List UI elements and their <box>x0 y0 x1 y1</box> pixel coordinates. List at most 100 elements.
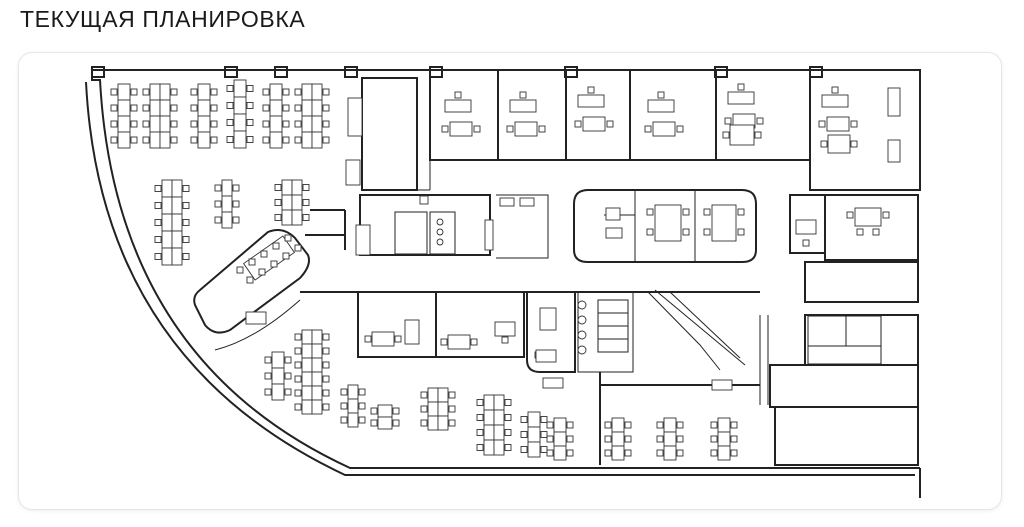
chair <box>282 252 290 260</box>
chair <box>364 335 372 343</box>
desk <box>311 131 323 149</box>
chair <box>724 117 732 125</box>
desk <box>404 319 420 345</box>
desk <box>605 227 623 239</box>
chair <box>420 419 428 427</box>
desk <box>611 445 625 461</box>
chair <box>850 120 858 128</box>
chair <box>246 276 254 284</box>
desk <box>377 416 393 430</box>
chair <box>110 136 118 144</box>
desk <box>449 121 473 137</box>
desk <box>444 99 472 113</box>
chair <box>142 88 150 96</box>
chair <box>420 391 428 399</box>
desk <box>311 357 323 373</box>
chair <box>646 228 654 236</box>
chair <box>546 449 554 457</box>
chair <box>392 407 400 415</box>
office-3 <box>565 69 631 161</box>
chair <box>644 125 652 133</box>
desk <box>826 116 850 132</box>
desk <box>161 213 173 232</box>
chair <box>420 405 428 413</box>
interior-partitions <box>214 160 882 405</box>
office-5 <box>715 69 811 161</box>
chair <box>730 421 738 429</box>
service-room <box>804 261 919 303</box>
appliance <box>519 197 535 207</box>
chair <box>154 236 162 243</box>
cabinet <box>347 97 363 137</box>
chair <box>566 449 574 457</box>
chair <box>710 421 718 429</box>
desk <box>269 83 283 101</box>
chair <box>440 338 448 346</box>
desk <box>727 91 755 105</box>
chair <box>802 239 810 247</box>
desk <box>149 99 161 117</box>
chair <box>272 242 280 250</box>
desk <box>514 121 538 137</box>
chair <box>470 338 478 346</box>
desk <box>427 401 439 417</box>
desk <box>711 204 737 242</box>
desk <box>117 99 131 117</box>
cabinet <box>887 139 901 163</box>
chair <box>703 228 711 236</box>
chair <box>246 136 254 143</box>
chair <box>737 228 745 236</box>
desk <box>553 445 567 461</box>
desk <box>347 398 359 414</box>
desk <box>437 387 449 403</box>
chair <box>110 88 118 96</box>
chair <box>226 102 234 109</box>
desk <box>582 116 606 132</box>
chair <box>294 88 302 96</box>
desk <box>539 307 557 331</box>
desk <box>117 83 131 101</box>
chair <box>574 120 582 128</box>
chair <box>294 375 302 383</box>
chair <box>882 211 890 219</box>
chair <box>504 414 512 421</box>
desk <box>311 115 323 133</box>
desk <box>233 113 247 132</box>
chair <box>182 185 190 192</box>
chair <box>154 253 162 260</box>
chair <box>130 136 138 144</box>
chair <box>370 419 378 427</box>
desk <box>171 230 183 249</box>
ramp-edge <box>654 289 746 366</box>
chair <box>358 388 366 396</box>
desk <box>149 115 161 133</box>
chair <box>520 446 528 453</box>
outer-wall <box>85 81 915 476</box>
chair <box>110 120 118 128</box>
office-lower-2 <box>435 291 525 358</box>
chair <box>448 391 456 399</box>
chair <box>322 333 330 341</box>
chair <box>226 119 234 126</box>
desk <box>301 399 313 415</box>
chair <box>676 449 684 457</box>
chair <box>232 184 240 192</box>
chair <box>274 214 282 221</box>
desk <box>717 417 731 433</box>
chair <box>370 407 378 415</box>
chair <box>831 86 839 94</box>
sink <box>577 300 587 310</box>
chair <box>246 119 254 126</box>
column <box>809 66 823 78</box>
chair <box>340 402 348 410</box>
chair <box>737 83 745 91</box>
appliance <box>419 195 429 205</box>
desk <box>301 357 313 373</box>
chair <box>294 104 302 112</box>
column <box>429 66 443 78</box>
kitchen-counter <box>394 211 428 255</box>
chair <box>850 140 858 148</box>
chair <box>676 421 684 429</box>
desk <box>437 415 449 431</box>
chair <box>182 202 190 209</box>
